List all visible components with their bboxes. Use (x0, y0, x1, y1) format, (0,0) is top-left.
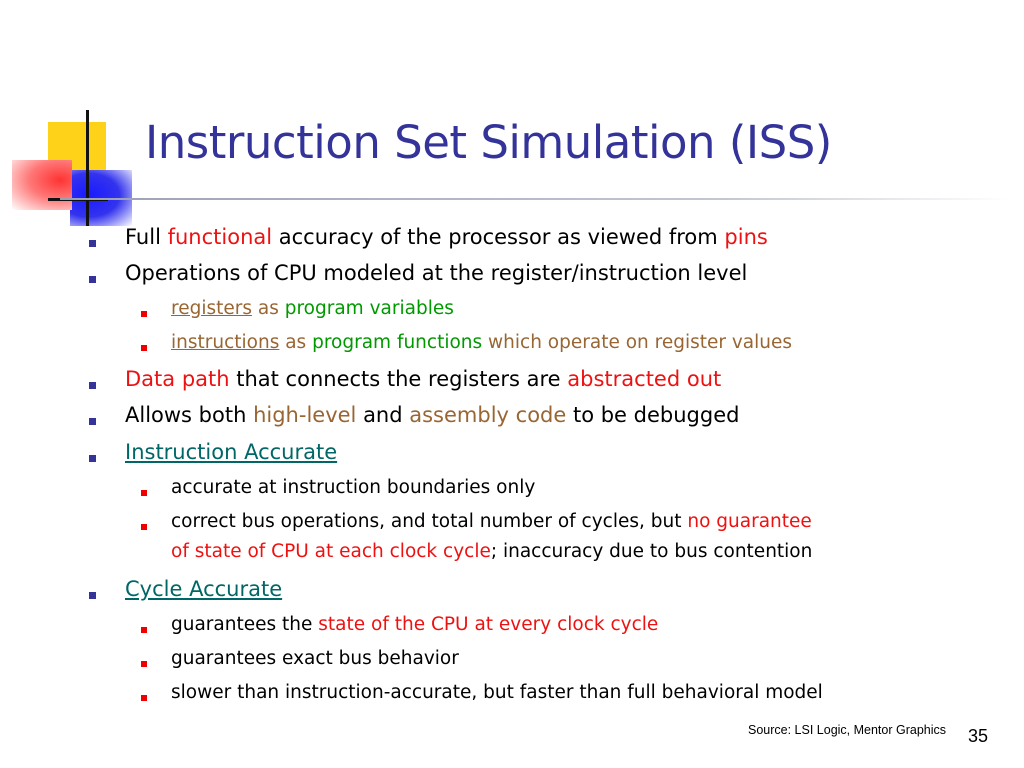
square-bullet-icon (89, 455, 96, 462)
square-bullet-icon (89, 382, 96, 389)
page-number: 35 (968, 726, 989, 746)
bullet-cycle-accurate: Cycle Accurate (125, 577, 282, 601)
bullet-text: accurate at instruction boundaries only (171, 477, 536, 498)
small-square-bullet-icon (141, 524, 147, 530)
small-square-bullet-icon (141, 345, 147, 351)
bullet-text: which operate on register values (482, 332, 793, 353)
bullet-text: guarantees the (171, 614, 319, 635)
sub-bullet-exact-bus-behavior: guarantees exact bus behavior (171, 648, 459, 669)
source-citation: Source: LSI Logic, Mentor Graphics (748, 723, 947, 737)
highlight-assembly-code: assembly code (409, 403, 567, 427)
sub-bullet-guarantees-state: guarantees the state of the CPU at every… (171, 614, 658, 635)
bullet-text: Full (125, 225, 168, 249)
link-instructions[interactable]: instructions (171, 332, 280, 353)
bullet-text: as (251, 298, 285, 319)
small-square-bullet-icon (141, 661, 147, 667)
highlight-functional: functional (167, 225, 273, 249)
sub-bullet-instructions: instructions as program functions which … (171, 332, 792, 353)
highlight-state-of-cpu: of state of CPU at each clock cycle (171, 541, 491, 562)
sub-bullet-accurate-at-boundaries: accurate at instruction boundaries only (171, 477, 535, 498)
bullet-text: Operations of CPU modeled at the registe… (125, 261, 748, 285)
bullet-text: slower than instruction-accurate, but fa… (171, 682, 823, 703)
bullet-text: that connects the registers are (229, 367, 568, 391)
bullet-text: correct bus operations, and total number… (171, 511, 688, 532)
square-bullet-icon (89, 276, 96, 283)
bullet-text: accuracy of the processor as viewed from (272, 225, 725, 249)
sub-bullet-correct-bus-operations-continued: of state of CPU at each clock cycle; ina… (171, 541, 812, 562)
bullet-text: to be debugged (566, 403, 740, 427)
bullet-operations-of-cpu: Operations of CPU modeled at the registe… (125, 261, 747, 285)
highlight-pins: pins (724, 225, 768, 249)
bullet-text: Allows both (125, 403, 254, 427)
highlight-program-functions: program functions (312, 332, 483, 353)
bullet-text: as (279, 332, 313, 353)
highlight-no-guarantee: no guarantee (687, 511, 812, 532)
link-cycle-accurate[interactable]: Cycle Accurate (125, 577, 283, 601)
square-bullet-icon (89, 592, 96, 599)
small-square-bullet-icon (141, 311, 147, 317)
highlight-abstracted-out: abstracted out (567, 367, 722, 391)
square-bullet-icon (89, 418, 96, 425)
slide-corner-logo-icon (0, 100, 140, 230)
highlight-high-level: high-level (253, 403, 357, 427)
bullet-instruction-accurate: Instruction Accurate (125, 440, 337, 464)
slide-title: Instruction Set Simulation (ISS) (145, 116, 832, 169)
sub-bullet-slower-than: slower than instruction-accurate, but fa… (171, 682, 823, 703)
highlight-program-variables: program variables (284, 298, 454, 319)
logo-red-square (12, 160, 72, 210)
highlight-data-path: Data path (125, 367, 230, 391)
bullet-text: and (356, 403, 410, 427)
link-registers[interactable]: registers (171, 298, 252, 319)
bullet-text: ; inaccuracy due to bus contention (490, 541, 813, 562)
bullet-text: guarantees exact bus behavior (171, 648, 459, 669)
sub-bullet-registers: registers as program variables (171, 298, 454, 319)
bullet-data-path: Data path that connects the registers ar… (125, 367, 721, 391)
link-instruction-accurate[interactable]: Instruction Accurate (125, 440, 338, 464)
bullet-full-functional: Full functional accuracy of the processo… (125, 225, 768, 249)
square-bullet-icon (89, 240, 96, 247)
logo-vertical-line (86, 110, 89, 226)
small-square-bullet-icon (141, 627, 147, 633)
small-square-bullet-icon (141, 490, 147, 496)
highlight-state-every-cycle: state of the CPU at every clock cycle (318, 614, 659, 635)
small-square-bullet-icon (141, 695, 147, 701)
sub-bullet-correct-bus-operations: correct bus operations, and total number… (171, 511, 812, 532)
bullet-allows-both: Allows both high-level and assembly code… (125, 403, 739, 427)
title-divider (60, 198, 1010, 200)
